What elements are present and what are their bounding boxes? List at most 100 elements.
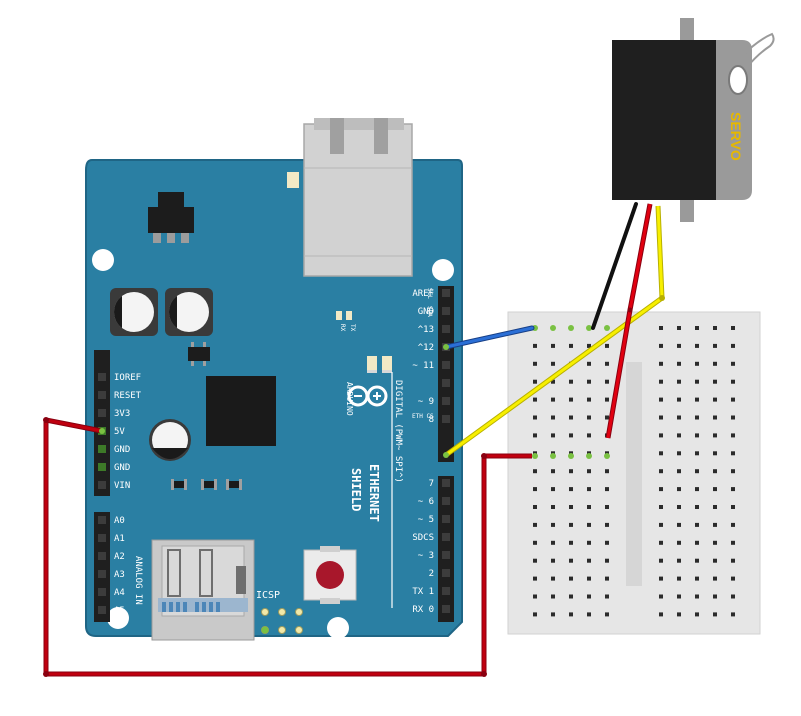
- breadboard-hole: [713, 540, 717, 545]
- pin-label: ~ 11: [412, 361, 434, 371]
- breadboard-hole: [695, 522, 699, 527]
- breadboard-hole: [677, 487, 681, 492]
- breadboard-hole: [587, 540, 591, 545]
- breadboard-hole: [569, 594, 573, 599]
- breadboard-hole: [731, 540, 735, 545]
- breadboard-hole: [731, 451, 735, 456]
- breadboard-hole: [731, 576, 735, 581]
- breadboard-hole: [695, 397, 699, 402]
- breadboard-hole: [677, 469, 681, 474]
- breadboard-hole: [713, 415, 717, 420]
- breadboard-hole: [731, 433, 735, 438]
- digital-header-lower: [438, 476, 454, 622]
- breadboard-hole: [659, 594, 663, 599]
- header-pin: [442, 605, 450, 613]
- breadboard-hole: [569, 540, 573, 545]
- breadboard-hole: [713, 612, 717, 617]
- breadboard-hole: [551, 361, 555, 366]
- breadboard-hole: [713, 594, 717, 599]
- breadboard-hole: [713, 558, 717, 563]
- breadboard-hole: [605, 343, 609, 348]
- breadboard-hole: [713, 361, 717, 366]
- header-pin: [442, 325, 450, 333]
- breadboard-hole: [605, 558, 609, 563]
- breadboard-hole: [695, 558, 699, 563]
- breadboard-hole: [533, 522, 537, 527]
- active-hole: [586, 453, 592, 459]
- breadboard-hole: [533, 469, 537, 474]
- breadboard-hole: [533, 433, 537, 438]
- pin-label: 8: [429, 415, 434, 425]
- breadboard-hole: [695, 487, 699, 492]
- pin-label: GND: [418, 307, 434, 317]
- pin-label: ~ 3: [418, 551, 434, 561]
- breadboard-hole: [659, 361, 663, 366]
- breadboard-hole: [533, 594, 537, 599]
- header-pin: [98, 391, 106, 399]
- icsp-header: ICSP: [256, 590, 303, 634]
- breadboard-hole: [551, 540, 555, 545]
- breadboard-hole: [713, 343, 717, 348]
- capacitor: [165, 288, 213, 336]
- breadboard-hole: [605, 415, 609, 420]
- status-leds: [367, 356, 392, 373]
- header-pin: [442, 415, 450, 423]
- pin-label: GND: [114, 463, 130, 473]
- breadboard-hole: [605, 594, 609, 599]
- breadboard-hole: [533, 343, 537, 348]
- breadboard-hole: [569, 505, 573, 509]
- breadboard-hole: [731, 469, 735, 474]
- header-pin: [98, 409, 106, 417]
- active-hole: [604, 453, 610, 459]
- breadboard-hole: [713, 451, 717, 456]
- servo-motor: SERVO: [612, 18, 775, 222]
- connection-endpoints: [99, 344, 449, 458]
- breadboard-hole: [533, 487, 537, 492]
- breadboard-hole: [695, 576, 699, 581]
- breadboard-hole: [587, 415, 591, 420]
- servo-horn: [741, 32, 775, 67]
- breadboard-hole: [569, 343, 573, 348]
- small-ic: [188, 342, 210, 366]
- header-pin: [442, 587, 450, 595]
- active-hole: [586, 325, 592, 331]
- breadboard-hole: [605, 487, 609, 492]
- breadboard-hole: [731, 415, 735, 420]
- servo-horn-hole: [728, 65, 748, 95]
- header-pin: [98, 606, 106, 614]
- pin-label: 7: [429, 479, 434, 489]
- product-title-line1: ETHERNET: [367, 464, 381, 522]
- breadboard-hole: [659, 487, 663, 492]
- breadboard-hole: [731, 522, 735, 527]
- breadboard-hole: [587, 487, 591, 492]
- breadboard-hole: [605, 361, 609, 366]
- breadboard-hole: [551, 612, 555, 617]
- breadboard-hole: [695, 469, 699, 474]
- pin-label: ~ 9: [418, 397, 434, 407]
- arduino-ethernet-shield: RX TX ARDUINO ETHERNET SHIELD DIGITAL (P…: [85, 118, 463, 641]
- breadboard-hole: [605, 576, 609, 581]
- header-pin: [98, 516, 106, 524]
- breadboard-hole: [677, 612, 681, 617]
- breadboard-hole: [569, 522, 573, 527]
- pin-label: ~ 5: [418, 515, 434, 525]
- breadboard-hole: [695, 540, 699, 545]
- breadboard-hole: [605, 397, 609, 402]
- active-hole: [568, 325, 574, 331]
- breadboard-hole: [605, 540, 609, 545]
- breadboard-hole: [659, 343, 663, 348]
- mounting-hole: [107, 607, 129, 629]
- breadboard-hole: [695, 343, 699, 348]
- breadboard-hole: [551, 469, 555, 474]
- breadboard-hole: [713, 397, 717, 402]
- pin-label: 2: [429, 569, 434, 579]
- reset-button[interactable]: [303, 546, 357, 604]
- breadboard-hole: [677, 522, 681, 527]
- analog-header: [94, 512, 110, 622]
- voltage-regulator: [148, 192, 194, 243]
- breadboard-hole: [551, 415, 555, 420]
- breadboard-hole: [731, 505, 735, 509]
- breadboard-hole: [533, 397, 537, 402]
- breadboard-hole: [677, 451, 681, 456]
- breadboard-hole: [731, 612, 735, 617]
